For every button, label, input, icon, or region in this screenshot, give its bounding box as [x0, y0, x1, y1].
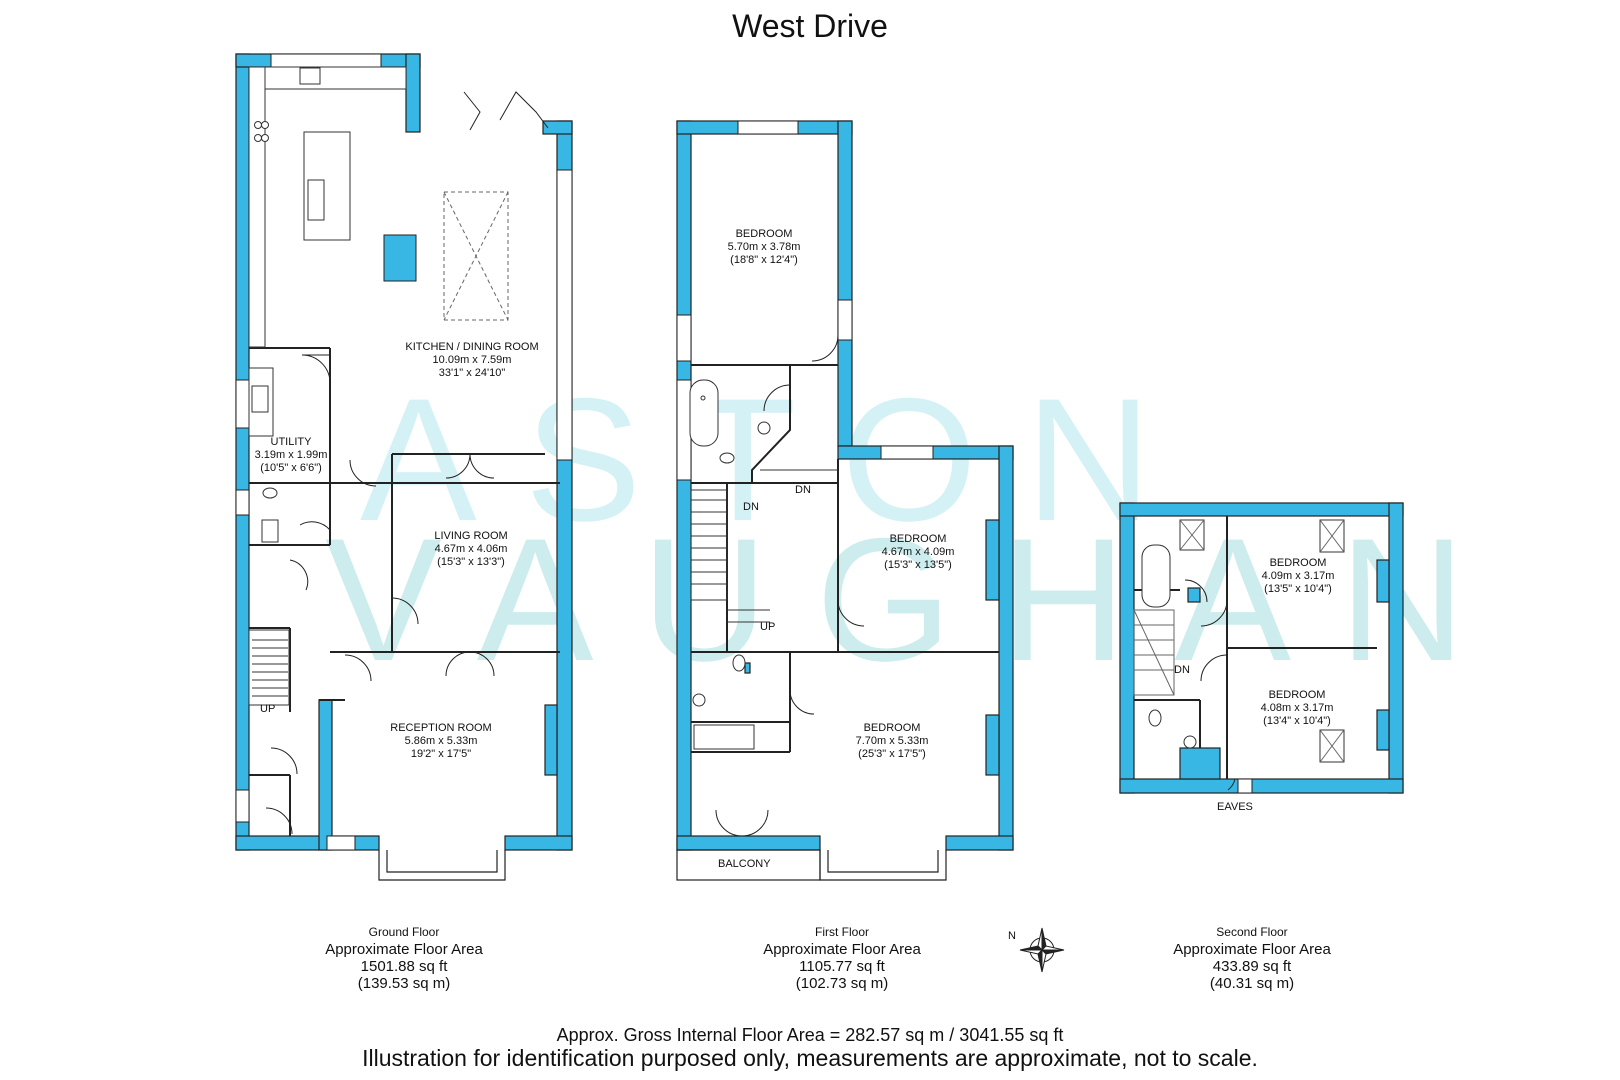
room-name: UTILITY: [270, 436, 312, 448]
room-imperial: (15'3" x 13'3"): [437, 556, 505, 568]
floor-area-sqft: 1501.88 sq ft: [360, 958, 448, 975]
room-kitchen-dining: KITCHEN / DINING ROOM 10.09m x 7.59m 33'…: [405, 341, 538, 380]
room-name: BEDROOM: [889, 533, 947, 545]
room-imperial: 33'1" x 24'10": [438, 367, 506, 379]
floor-area-sqft: 433.89 sq ft: [1212, 958, 1292, 975]
first-chimney-2: [985, 714, 1000, 776]
watermark-aston: ASTON: [360, 363, 1200, 558]
room-name: LIVING ROOM: [434, 530, 508, 542]
room-living: LIVING ROOM 4.67m x 4.06m (15'3" x 13'3"…: [434, 530, 507, 569]
compass-north-label: N: [1008, 930, 1016, 942]
ground-bay-window: [378, 850, 506, 881]
second-left-wall: [1119, 502, 1135, 794]
room-imperial: (10'5" x 6'6"): [260, 462, 322, 474]
first-floor-summary: First Floor Approximate Floor Area 1105.…: [763, 924, 921, 992]
room-metric: 4.67m x 4.06m: [434, 543, 508, 555]
ground-chimney-breast: [544, 704, 558, 776]
ground-up-label: UP: [260, 703, 276, 715]
room-imperial: (13'5" x 10'4"): [1264, 583, 1332, 595]
room-bedroom-middle: BEDROOM 4.67m x 4.09m (15'3" x 13'5"): [882, 533, 955, 572]
second-floor-plan: [1119, 502, 1404, 794]
floor-area-label: Approximate Floor Area: [1173, 941, 1331, 958]
room-metric: 7.70m x 5.33m: [855, 735, 929, 747]
room-metric: 4.67m x 4.09m: [881, 546, 955, 558]
second-floor-summary: Second Floor Approximate Floor Area 433.…: [1173, 924, 1331, 992]
first-right-wall: [998, 445, 1014, 851]
ground-right-top-wall: [542, 120, 573, 135]
ground-left-wall: [235, 53, 250, 851]
floor-area-sqm: (102.73 sq m): [795, 975, 889, 992]
first-bottom-left-wall: [676, 835, 821, 851]
room-imperial: (25'3" x 17'5"): [858, 748, 926, 760]
floor-area-sqm: (40.31 sq m): [1209, 975, 1295, 992]
room-metric: 10.09m x 7.59m: [432, 354, 512, 366]
room-bedroom-front: BEDROOM 7.70m x 5.33m (25'3" x 17'5"): [856, 722, 929, 761]
room-metric: 5.86m x 5.33m: [404, 735, 478, 747]
second-top-wall: [1119, 502, 1404, 517]
first-dn-label-2: DN: [795, 484, 811, 496]
first-bottom-right-wall: [945, 835, 1014, 851]
disclaimer-line: Illustration for identification purposed…: [362, 1045, 1258, 1071]
eaves-label: EAVES: [1217, 801, 1253, 813]
ground-bottom-left-wall: [235, 835, 380, 851]
room-imperial: (13'4" x 10'4"): [1263, 715, 1331, 727]
room-metric: 4.08m x 3.17m: [1260, 702, 1334, 714]
ground-kitchen-return-wall: [405, 53, 421, 133]
floor-area-sqft: 1105.77 sq ft: [799, 958, 885, 975]
compass-rose-icon: N: [1008, 924, 1066, 981]
room-metric: 4.09m x 3.17m: [1261, 570, 1335, 582]
first-up-label: UP: [760, 621, 776, 633]
room-bedroom-rear: BEDROOM 5.70m x 3.78m (18'8" x 12'4"): [728, 228, 801, 267]
first-floor-plan: [676, 120, 1014, 881]
room-name: BEDROOM: [1269, 557, 1327, 569]
ground-floor-plan: [235, 53, 573, 881]
room-metric: 3.19m x 1.99m: [254, 449, 328, 461]
room-utility: UTILITY 3.19m x 1.99m (10'5" x 6'6"): [255, 436, 328, 475]
plan-title: West Drive: [732, 8, 888, 44]
first-bay-window: [819, 850, 947, 881]
first-dn-label-1: DN: [743, 501, 759, 513]
watermark-vaughan: VAUGHAN: [325, 503, 1514, 698]
floor-name: First Floor: [814, 925, 869, 939]
second-right-wall: [1388, 502, 1404, 794]
ground-bottom-right-wall: [504, 835, 573, 851]
room-imperial: 19'2" x 17'5": [410, 748, 472, 760]
ground-floor-summary: Ground Floor Approximate Floor Area 1501…: [325, 924, 483, 992]
floor-name: Second Floor: [1216, 925, 1288, 939]
floor-name: Ground Floor: [368, 925, 440, 939]
room-metric: 5.70m x 3.78m: [727, 241, 801, 253]
gross-area-line: Approx. Gross Internal Floor Area = 282.…: [556, 1025, 1064, 1045]
room-reception: RECEPTION ROOM 5.86m x 5.33m 19'2" x 17'…: [390, 722, 491, 761]
first-left-wall: [676, 120, 692, 851]
room-name: BEDROOM: [735, 228, 793, 240]
ground-entrance-wall: [318, 699, 333, 851]
floor-area-sqm: (139.53 sq m): [357, 975, 451, 992]
room-name: BEDROOM: [863, 722, 921, 734]
room-bedroom-lower: BEDROOM 4.08m x 3.17m (13'4" x 10'4"): [1261, 689, 1334, 728]
room-imperial: (18'8" x 12'4"): [730, 254, 798, 266]
second-bottom-wall: [1119, 778, 1404, 794]
balcony-label: BALCONY: [718, 858, 771, 870]
room-imperial: (15'3" x 13'5"): [884, 559, 952, 571]
room-name: KITCHEN / DINING ROOM: [405, 341, 539, 353]
first-chimney-1: [985, 519, 1000, 601]
room-bedroom-upper: BEDROOM 4.09m x 3.17m (13'5" x 10'4"): [1262, 557, 1335, 596]
floor-area-label: Approximate Floor Area: [325, 941, 483, 958]
second-dn-label: DN: [1174, 664, 1190, 676]
balcony-outline: [676, 849, 821, 881]
floor-area-label: Approximate Floor Area: [763, 941, 921, 958]
first-rear-right-wall: [837, 120, 853, 447]
room-name: BEDROOM: [1268, 689, 1326, 701]
room-name: RECEPTION ROOM: [390, 722, 492, 734]
